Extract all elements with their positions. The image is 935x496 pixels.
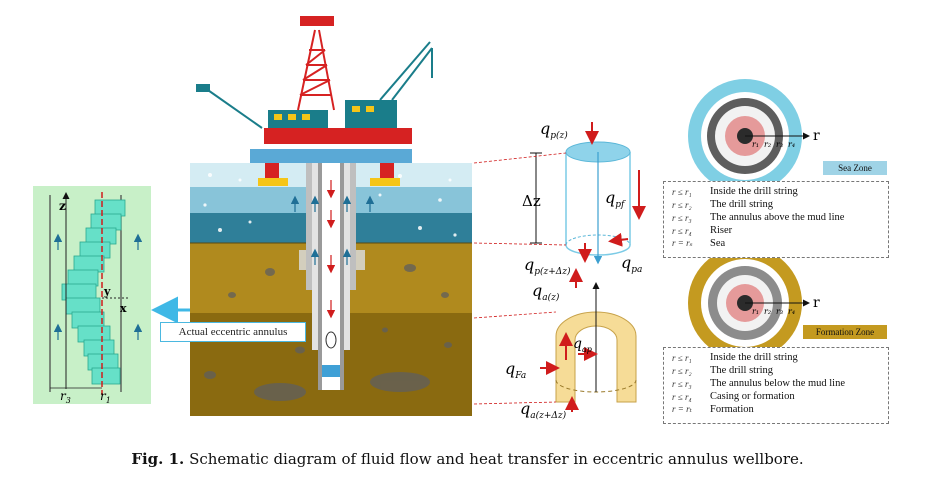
annulus-segments <box>61 199 126 385</box>
legend-description: Sea <box>710 238 726 249</box>
crane <box>204 41 433 129</box>
legend-row: r ≤ r₃ The annulus below the mud line <box>664 377 888 390</box>
legend-row: r ≤ r₄ Riser <box>664 224 888 237</box>
formation-r-axis-label: r <box>813 295 820 311</box>
legend-description: The annulus below the mud line <box>710 378 846 389</box>
legend-symbol: r ≤ r₄ <box>672 225 692 236</box>
q-Fa-label: qFa <box>505 359 526 381</box>
legend-description: Inside the drill string <box>710 186 798 197</box>
legend-row: r ≤ r₁ Inside the drill string <box>664 185 888 198</box>
sea-r3-label: r₃ <box>776 140 783 149</box>
legend-row: r ≤ r₂ The drill string <box>664 364 888 377</box>
drilling-platform <box>196 16 433 144</box>
formation-r4-label: r₄ <box>788 307 795 316</box>
sea-zone-tag: Sea Zone <box>823 161 887 175</box>
legend-description: Casing or formation <box>710 391 795 402</box>
legend-row: r ≤ r₂ The drill string <box>664 198 888 211</box>
actual-eccentric-annulus-callout: Actual eccentric annulus <box>160 322 306 342</box>
x-axis-label: x <box>120 302 127 315</box>
legend-description: The drill string <box>710 365 773 376</box>
derrick <box>297 29 335 111</box>
q-p-label: qp(z) <box>540 119 568 141</box>
sea-zone-legend: r ≤ r₁ Inside the drill string r ≤ r₂ The … <box>663 181 889 258</box>
legend-row: r = rₜ Formation <box>664 403 888 416</box>
y-axis-label: y <box>103 285 111 298</box>
legend-row: r ≤ r₁ Inside the drill string <box>664 351 888 364</box>
sea-zone-cross-section: r r₁ r₂ r₃ r₄ <box>688 79 820 193</box>
eccentric-annulus-panel: z y x r3 r1 <box>33 186 151 405</box>
legend-description: Riser <box>710 225 733 236</box>
legend-description: Formation <box>710 404 754 415</box>
legend-description: The annulus above the mud line <box>710 212 845 223</box>
sea-r2-label: r₂ <box>764 140 771 149</box>
sea-r4-label: r₄ <box>788 140 795 149</box>
legend-symbol: r ≤ r₃ <box>672 212 692 223</box>
q-a-label: qa(z) <box>532 281 560 303</box>
well-flow-arrows <box>290 180 375 319</box>
legend-symbol: r ≤ r₂ <box>672 199 692 210</box>
well-cross-section <box>190 149 472 416</box>
delta-z-label: Δz <box>522 192 541 210</box>
legend-symbol: r ≤ r₂ <box>672 365 692 376</box>
pipe-element <box>473 122 646 265</box>
figure-caption-text: Schematic diagram of fluid flow and heat… <box>189 450 804 468</box>
formation-zone-tag: Formation Zone <box>803 325 887 339</box>
legend-row: r ≤ r₄ Casing or formation <box>664 390 888 403</box>
figure-caption: Fig. 1. Schematic diagram of fluid flow … <box>0 450 935 468</box>
legend-symbol: r ≤ r₁ <box>672 352 692 363</box>
r1-label: r1 <box>100 389 111 405</box>
annulus-element <box>473 268 637 412</box>
formation-r2-label: r₂ <box>764 307 771 316</box>
formation-zone-cross-section: r r₁ r₂ r₃ r₄ <box>688 246 820 360</box>
legend-row: r ≤ r₃ The annulus above the mud line <box>664 211 888 224</box>
q-a-dz-label: qa(z+Δz) <box>520 399 567 421</box>
formation-r1-label: r₁ <box>752 307 759 316</box>
sea-bubbles <box>203 173 457 237</box>
legend-description: The drill string <box>710 199 773 210</box>
z-axis-label: z <box>59 199 66 213</box>
legend-symbol: r ≤ r₃ <box>672 378 692 389</box>
legend-row: r = rₛ Sea <box>664 237 888 250</box>
q-p-dz-label: qp(z+Δz) <box>524 255 571 277</box>
formation-zone-legend: r ≤ r₁ Inside the drill string r ≤ r₂ The … <box>663 347 889 424</box>
r3-label: r3 <box>60 389 71 405</box>
legend-symbol: r = rₜ <box>672 404 692 414</box>
q-pf-label: qpf <box>605 188 626 210</box>
figure-caption-label: Fig. 1. <box>131 450 185 468</box>
q-pa-label: qpa <box>621 253 642 275</box>
flow-arrows-left <box>53 233 143 340</box>
formation-r3-label: r₃ <box>776 307 783 316</box>
sea-r-axis-label: r <box>813 128 820 144</box>
q-ap-label: qap <box>573 336 592 354</box>
legend-symbol: r = rₛ <box>672 238 693 248</box>
sea-r1-label: r₁ <box>752 140 759 149</box>
legend-description: Inside the drill string <box>710 352 798 363</box>
legend-symbol: r ≤ r₄ <box>672 391 692 402</box>
formation-pebbles <box>204 264 452 401</box>
legend-symbol: r ≤ r₁ <box>672 186 692 197</box>
